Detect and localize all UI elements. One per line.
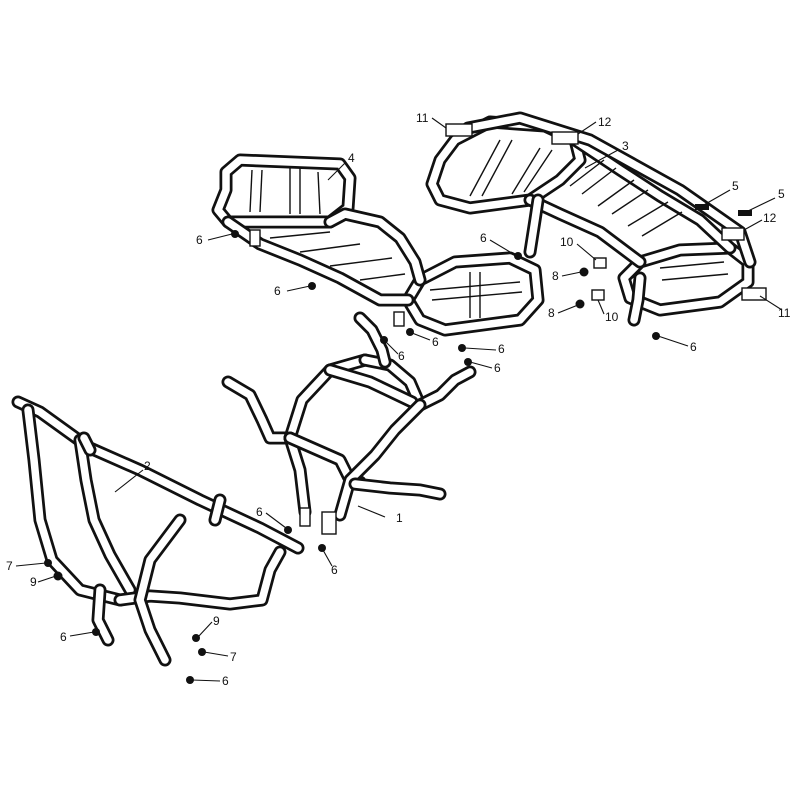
reflector-plate-11 xyxy=(445,123,473,137)
callout-11a: 11 xyxy=(416,111,429,125)
callout-6b: 6 xyxy=(274,284,281,298)
callout-3: 3 xyxy=(622,139,629,153)
spacer-10a xyxy=(593,257,607,269)
callout-10a: 10 xyxy=(560,235,574,249)
callout-6e: 6 xyxy=(432,335,439,349)
reflector-plate-11b xyxy=(741,287,767,301)
callout-6h: 6 xyxy=(690,340,697,354)
callout-6k: 6 xyxy=(60,630,67,644)
callout-6d: 6 xyxy=(398,349,405,363)
callout-6j: 6 xyxy=(331,563,338,577)
spacer-10b xyxy=(591,289,605,301)
callout-6f: 6 xyxy=(498,342,505,356)
callout-7a: 7 xyxy=(6,559,13,573)
callout-9b: 9 xyxy=(213,614,220,628)
bolt-5b xyxy=(738,210,752,216)
callout-6a: 6 xyxy=(196,233,203,247)
front-rack-part-4 xyxy=(211,153,545,337)
washer-8a xyxy=(579,267,589,277)
callout-10b: 10 xyxy=(605,310,619,324)
fasteners xyxy=(44,123,767,684)
reflector-plate-12 xyxy=(551,131,579,145)
callout-6g: 6 xyxy=(494,361,501,375)
reflector-plate-12b xyxy=(721,227,745,241)
callout-4: 4 xyxy=(348,151,355,165)
support-frame-part-1 xyxy=(221,311,477,535)
callout-2: 2 xyxy=(144,459,151,473)
callout-8a: 8 xyxy=(552,269,559,283)
callout-1: 1 xyxy=(396,511,403,525)
callout-11b: 11 xyxy=(778,306,791,320)
callout-7b: 7 xyxy=(230,650,237,664)
callout-6l: 6 xyxy=(222,674,229,688)
leader-lines xyxy=(15,117,783,682)
callout-6i: 6 xyxy=(256,505,263,519)
bolt-5a xyxy=(695,204,709,210)
callout-12a: 12 xyxy=(598,115,612,129)
front-bumper-part-2 xyxy=(11,395,305,667)
callout-labels: 1 2 3 4 5 5 6 6 6 6 6 6 6 6 6 6 6 6 6 7 … xyxy=(6,111,791,688)
callout-12b: 12 xyxy=(763,211,777,225)
washer-8b xyxy=(575,299,585,309)
callout-5a: 5 xyxy=(732,179,739,193)
callout-6c: 6 xyxy=(480,231,487,245)
callout-9a: 9 xyxy=(30,575,37,589)
callout-8b: 8 xyxy=(548,306,555,320)
callout-5b: 5 xyxy=(778,187,785,201)
